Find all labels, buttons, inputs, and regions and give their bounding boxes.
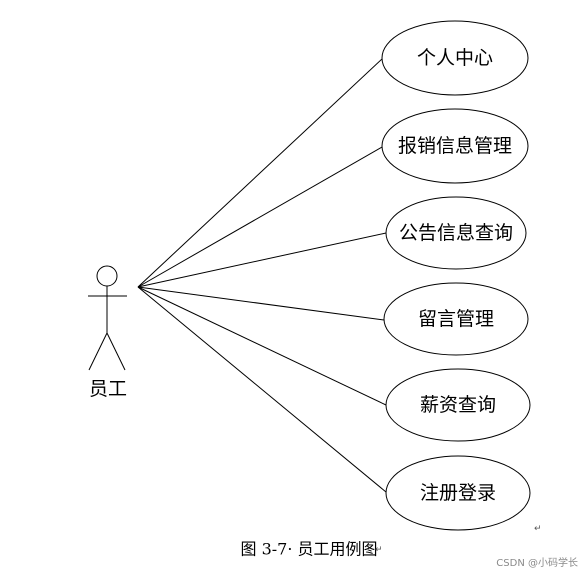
caption-paragraph-mark: ↵: [375, 545, 383, 555]
association-line: [137, 286, 387, 406]
use-case-ellipse: 留言管理: [383, 282, 529, 356]
figure-caption: 图 3-7· 员工用例图: [240, 540, 377, 559]
use-case-ellipse: 报销信息管理: [381, 108, 529, 184]
actor-left-leg: [88, 332, 108, 371]
actor-figure: [88, 265, 127, 371]
use-case-label: 报销信息管理: [398, 135, 512, 157]
use-case-label: 个人中心: [417, 47, 493, 69]
use-case-label: 注册登录: [420, 482, 496, 504]
actor-label: 员工: [89, 378, 127, 400]
use-case-ellipse: 注册登录: [385, 455, 531, 531]
association-lines: [137, 58, 387, 493]
use-case-label: 薪资查询: [420, 394, 496, 416]
use-case-label: 公告信息查询: [399, 222, 513, 244]
actor-head: [96, 265, 118, 287]
association-line: [137, 58, 383, 288]
use-case-label: 留言管理: [418, 308, 494, 330]
use-case-ellipse: 薪资查询: [385, 368, 531, 442]
watermark: CSDN @小码学长: [496, 556, 578, 569]
association-line: [137, 232, 387, 288]
actor-right-leg: [106, 332, 126, 371]
association-line: [137, 146, 383, 288]
association-line: [137, 286, 385, 321]
use-case-ellipse: 公告信息查询: [385, 196, 527, 270]
paragraph-mark: ↵: [534, 524, 542, 534]
association-line: [137, 286, 387, 493]
use-case-ellipse: 个人中心: [381, 20, 529, 96]
